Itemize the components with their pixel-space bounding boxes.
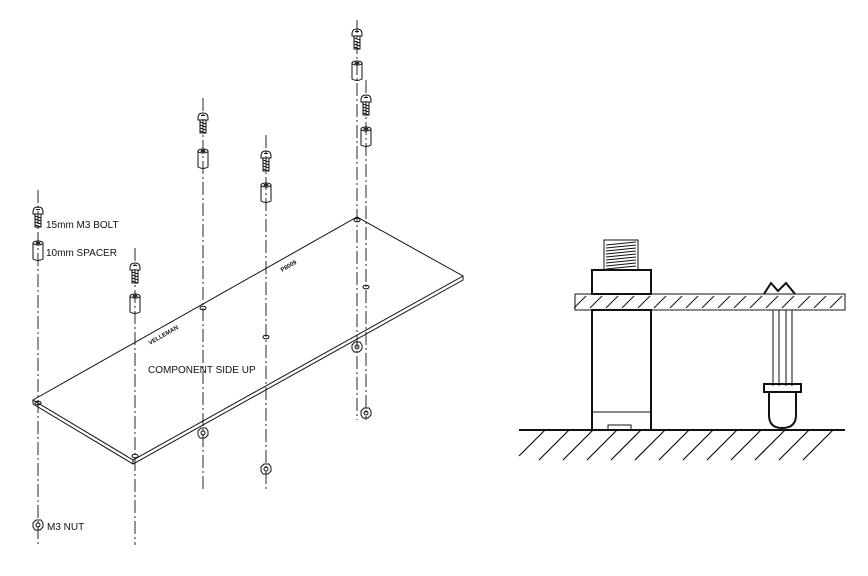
pcb-board: VELLEMAN P8009: [32, 216, 465, 465]
spacer-section: [591, 309, 652, 431]
pcb-section: [573, 293, 846, 311]
spacer-label: 10mm SPACER: [46, 248, 117, 259]
brand-print: VELLEMAN: [148, 325, 180, 347]
board-code-print: P8009: [280, 260, 299, 274]
bolt-label: 15mm M3 BOLT: [46, 220, 119, 231]
exploded-assembly: VELLEMAN P8009: [32, 20, 465, 545]
assembly-axes: [37, 20, 367, 545]
led-section: [763, 281, 802, 430]
section-view: [518, 239, 846, 461]
base-surface: [518, 429, 845, 461]
spacer-2: [129, 293, 141, 314]
nut-label: M3 NUT: [47, 522, 84, 533]
component-side-label: COMPONENT SIDE UP: [148, 365, 256, 376]
spacers: [32, 60, 372, 314]
nut-bolt-section: [591, 239, 652, 295]
bolts: [32, 28, 372, 284]
